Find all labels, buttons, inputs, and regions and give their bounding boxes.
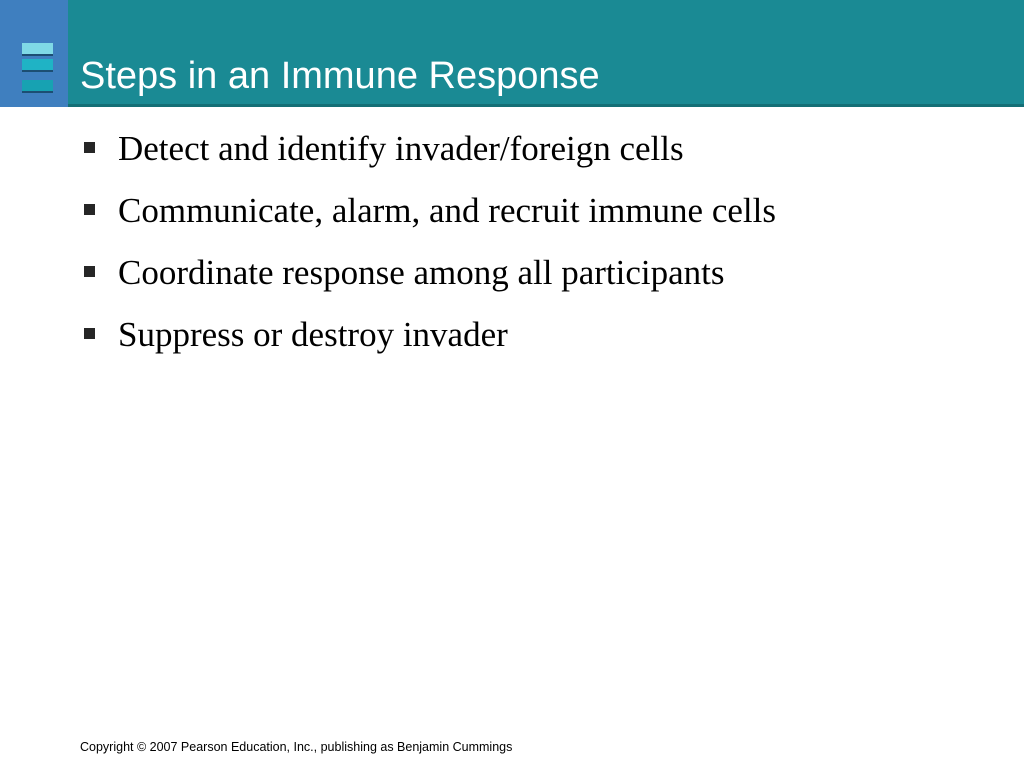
- bullet-text: Suppress or destroy invader: [118, 315, 508, 354]
- stacked-bars-logo-icon: [0, 0, 68, 107]
- logo-bar-top: [22, 43, 53, 56]
- logo-bar-middle: [22, 59, 53, 72]
- square-bullet-icon: [84, 328, 95, 339]
- bullet-text: Coordinate response among all participan…: [118, 253, 725, 292]
- square-bullet-icon: [84, 204, 95, 215]
- square-bullet-icon: [84, 142, 95, 153]
- bullet-text: Communicate, alarm, and recruit immune c…: [118, 191, 776, 230]
- logo-bar-bottom: [22, 80, 53, 93]
- title-bar: [0, 0, 1024, 107]
- copyright-footer: Copyright © 2007 Pearson Education, Inc.…: [80, 740, 513, 754]
- bullet-text: Detect and identify invader/foreign cell…: [118, 129, 684, 168]
- square-bullet-icon: [84, 266, 95, 277]
- slide-title: Steps in an Immune Response: [80, 55, 600, 97]
